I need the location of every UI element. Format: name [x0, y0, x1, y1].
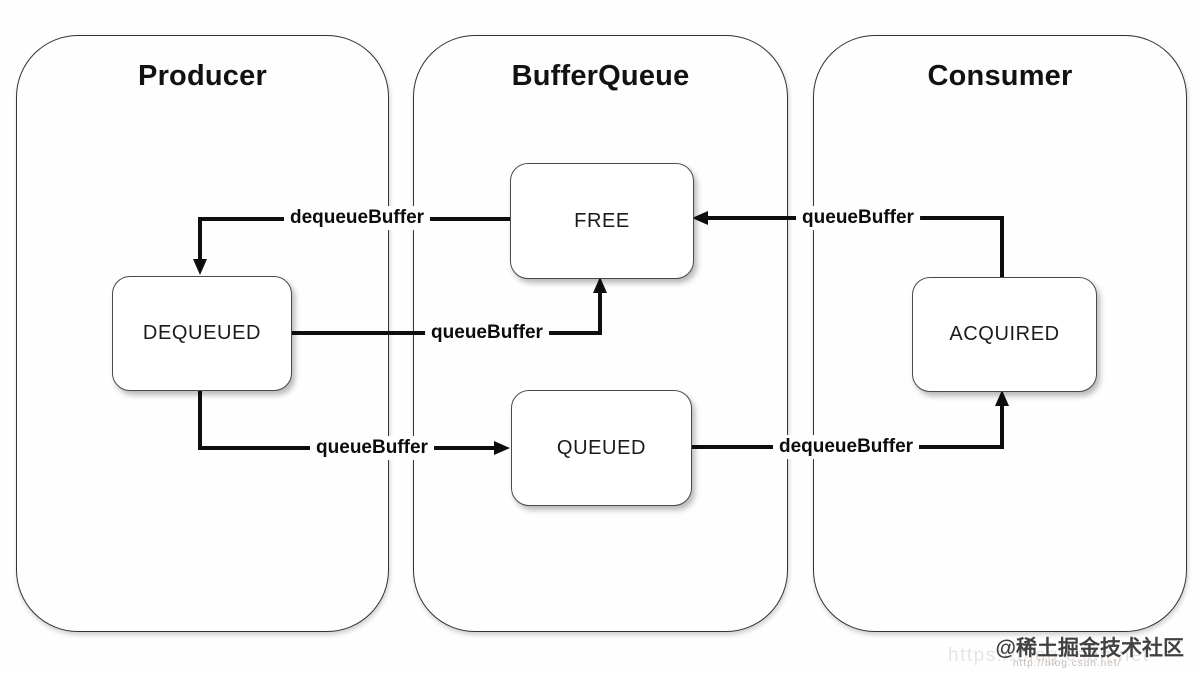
edge-label-queuebuffer-top-right: queueBuffer — [796, 206, 920, 230]
state-label-free: FREE — [574, 209, 630, 232]
state-box-free: FREE — [510, 163, 694, 279]
edge-label-dequeuebuffer-top-left: dequeueBuffer — [283, 206, 431, 230]
container-title-producer: Producer — [138, 60, 267, 92]
state-box-queued: QUEUED — [511, 390, 692, 506]
watermark-url-faint-small: http://blog.csdn.net/ — [1013, 658, 1122, 669]
state-box-dequeued: DEQUEUED — [112, 276, 292, 391]
edge-label-dequeuebuffer-bottom-right: dequeueBuffer — [772, 435, 920, 459]
container-title-consumer: Consumer — [927, 60, 1073, 92]
state-label-dequeued: DEQUEUED — [142, 322, 262, 344]
edge-label-queuebuffer-bottom-left: queueBuffer — [310, 436, 434, 460]
watermark-juejin-community: @稀土掘金技术社区 — [995, 637, 1184, 660]
watermark-url-faint-large: https://blog.csdn.net — [948, 645, 1150, 666]
container-title-bufferqueue: BufferQueue — [511, 60, 690, 92]
edge-label-queuebuffer-middle-left: queueBuffer — [425, 321, 549, 345]
state-label-queued: QUEUED — [556, 436, 647, 459]
state-label-acquired: ACQUIRED — [949, 323, 1060, 345]
state-box-acquired: ACQUIRED — [912, 277, 1097, 392]
